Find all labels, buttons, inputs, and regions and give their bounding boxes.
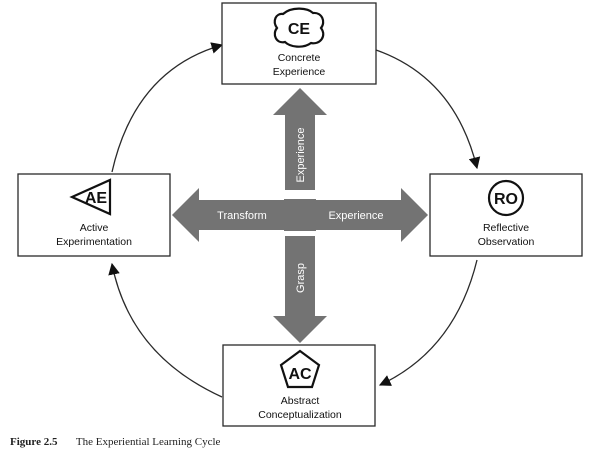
pentagon-icon	[279, 349, 321, 389]
badge-ro: RO	[494, 191, 518, 208]
node-abstract-conceptualization: AC Abstract Conceptualization	[222, 344, 376, 427]
axis-label-right: Experience	[328, 210, 383, 222]
circle-icon	[487, 179, 525, 217]
badge-ae: AE	[85, 190, 108, 207]
caption-title: The Experiential Learning Cycle	[76, 436, 221, 448]
arc-ac-to-ae	[108, 262, 223, 398]
badge-ce: CE	[288, 21, 311, 38]
node-ac-line2: Conceptualization	[258, 409, 342, 421]
caption-number: Figure 2.5	[10, 436, 58, 448]
arrow-left	[172, 188, 285, 242]
node-ce-line2: Experience	[273, 66, 326, 78]
node-ae-line2: Experimentation	[56, 236, 132, 248]
arrow-right	[315, 188, 428, 242]
axis-label-left: Transform	[217, 210, 267, 222]
arrow-down	[273, 236, 327, 343]
axis-label-down: Grasp	[295, 263, 307, 293]
arc-ae-to-ce	[111, 42, 224, 173]
node-ae-line1: Active	[80, 222, 109, 234]
arc-ce-to-ro	[375, 49, 481, 170]
node-ce-line1: Concrete	[278, 52, 321, 64]
arc-ro-to-ac	[378, 259, 478, 386]
node-concrete-experience: CE Concrete Experience	[221, 2, 377, 85]
badge-ac: AC	[288, 366, 312, 383]
arrow-up	[273, 88, 327, 190]
arrow-center	[284, 199, 316, 231]
node-ro-line2: Observation	[478, 236, 535, 248]
node-ro-line1: Reflective	[483, 222, 529, 234]
figure-caption: Figure 2.5 The Experiential Learning Cyc…	[10, 432, 221, 449]
node-active-experimentation: AE Active Experimentation	[17, 173, 171, 257]
blob-icon	[273, 7, 325, 48]
axis-label-up: Experience	[295, 127, 307, 182]
triangle-icon	[69, 178, 112, 216]
node-reflective-observation: RO Reflective Observation	[429, 173, 583, 257]
central-four-way-arrow: Experience Grasp Transform Experience	[172, 88, 428, 343]
node-ac-line1: Abstract	[281, 395, 320, 407]
